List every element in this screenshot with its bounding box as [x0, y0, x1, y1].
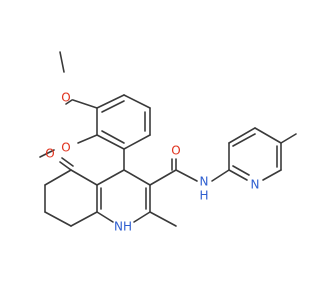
bond [44, 211, 72, 227]
atom-nitrogen-pyridine: N [251, 178, 260, 192]
bond [133, 211, 151, 223]
bond [123, 134, 151, 150]
bond [70, 211, 98, 227]
bond [39, 149, 55, 158]
bond [254, 127, 282, 144]
bond [149, 169, 177, 186]
atom-oxygen-amide: O [171, 144, 180, 158]
bond [123, 169, 151, 186]
bond [232, 165, 250, 176]
atom-labels: O O O O N H N NH [45, 91, 259, 234]
atom-nh-ring: NH [114, 220, 132, 234]
bond [96, 211, 114, 223]
bond [228, 169, 248, 181]
bond [96, 94, 125, 109]
bond [70, 169, 98, 186]
bond [59, 161, 72, 171]
bond [280, 133, 297, 144]
bond [96, 169, 125, 186]
bond [72, 99, 98, 109]
bond [59, 51, 65, 73]
atom-oxygen-ketone: O [45, 147, 54, 161]
atom-hydrogen-amide: H [199, 189, 208, 203]
bond [228, 127, 256, 144]
bond [175, 169, 198, 182]
bond [211, 169, 230, 182]
bond [96, 134, 125, 150]
bond [101, 130, 125, 144]
atom-oxygen-methoxy-top: O [61, 91, 70, 105]
bond [149, 211, 177, 227]
bond [77, 134, 98, 144]
bond [123, 94, 151, 109]
atom-oxygen-methoxy-mid: O [61, 141, 70, 155]
bond [232, 133, 256, 147]
bond [262, 169, 282, 181]
atom-nitrogen-amide: N [200, 175, 209, 189]
bonds [39, 51, 297, 227]
bond [65, 99, 73, 105]
structure-svg: O O O O N H N NH [39, 51, 297, 234]
bond [101, 100, 125, 113]
bond [61, 157, 74, 167]
bond [44, 169, 72, 186]
molecule-diagram: O O O O N H N NH [39, 51, 297, 234]
